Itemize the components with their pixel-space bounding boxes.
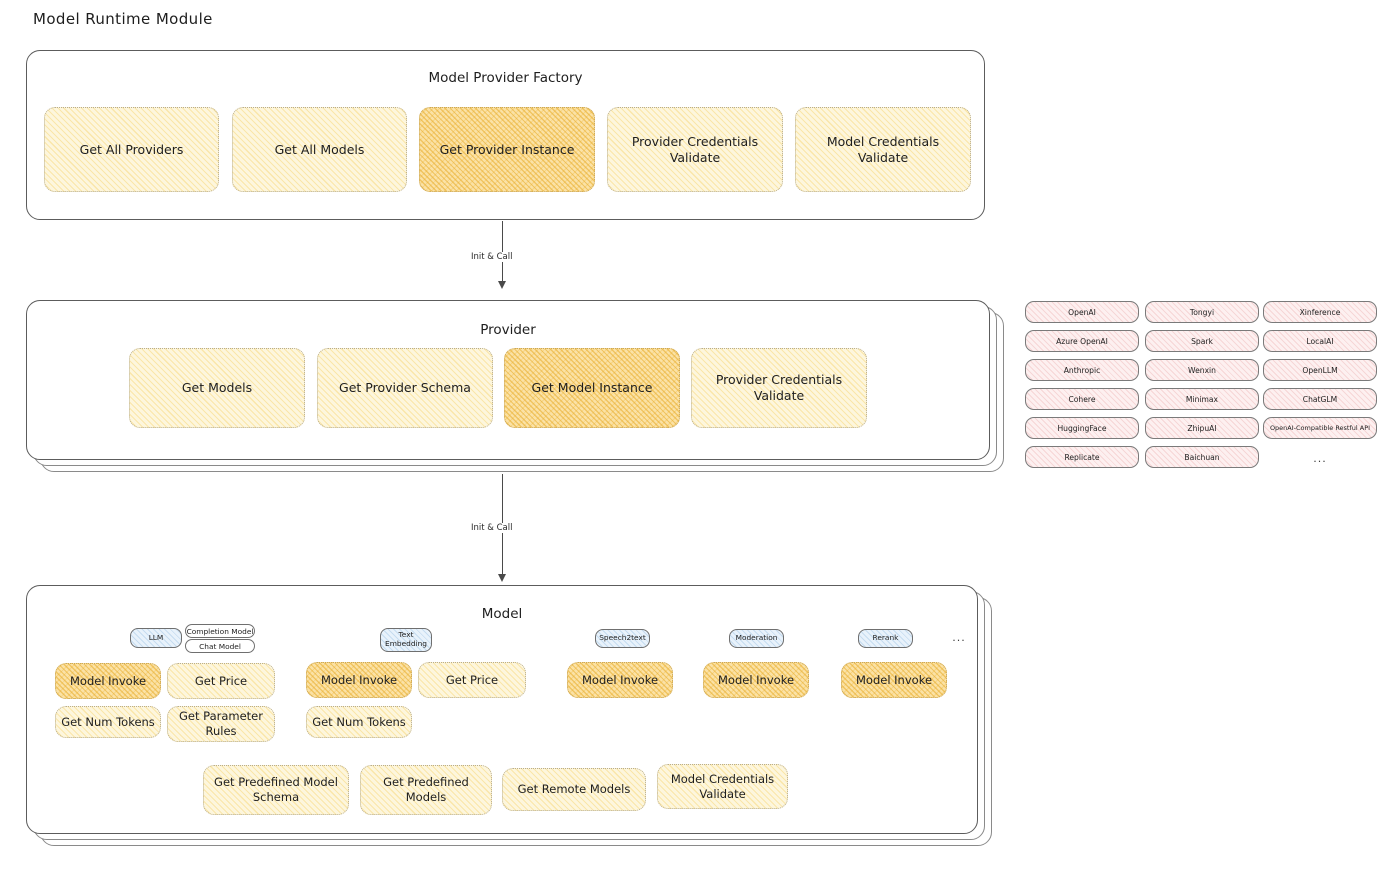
node-llm-get-price[interactable]: Get Price bbox=[167, 663, 275, 699]
model-type-chip-rerank[interactable]: Rerank bbox=[858, 629, 913, 648]
node-rerank-model-invoke[interactable]: Model Invoke bbox=[841, 662, 947, 698]
node-get-models[interactable]: Get Models bbox=[129, 348, 305, 428]
node-text-embedding-model-invoke[interactable]: Model Invoke bbox=[306, 662, 412, 698]
model-subchip-chat-model[interactable]: Chat Model bbox=[185, 639, 255, 653]
node-get-model-instance[interactable]: Get Model Instance bbox=[504, 348, 680, 428]
model-title: Model bbox=[481, 606, 523, 622]
provider-chip-anthropic[interactable]: Anthropic bbox=[1025, 359, 1139, 381]
node-model-credentials-validate-2[interactable]: Model Credentials Validate bbox=[657, 764, 788, 809]
provider-chip-spark[interactable]: Spark bbox=[1145, 330, 1259, 352]
model-subchip-completion-model[interactable]: Completion Model bbox=[185, 624, 255, 638]
node-get-predefined-model-schema[interactable]: Get Predefined Model Schema bbox=[203, 765, 349, 815]
node-get-all-providers[interactable]: Get All Providers bbox=[44, 107, 219, 192]
provider-title: Provider bbox=[480, 322, 536, 338]
provider-chip-azure-openai[interactable]: Azure OpenAI bbox=[1025, 330, 1139, 352]
arrow-factory-to-provider-label: Init & Call bbox=[467, 252, 517, 262]
provider-chip-openai-compatible-restful-api[interactable]: OpenAI-Compatible Restful API bbox=[1263, 417, 1377, 439]
model-type-chip-moderation[interactable]: Moderation bbox=[729, 629, 784, 648]
provider-chip-zhipuai[interactable]: ZhipuAI bbox=[1145, 417, 1259, 439]
node-get-provider-schema[interactable]: Get Provider Schema bbox=[317, 348, 493, 428]
arrow-provider-to-model-label: Init & Call bbox=[467, 523, 517, 533]
node-get-all-models[interactable]: Get All Models bbox=[232, 107, 407, 192]
provider-chip-openllm[interactable]: OpenLLM bbox=[1263, 359, 1377, 381]
node-provider-credentials-validate-2[interactable]: Provider Credentials Validate bbox=[691, 348, 867, 428]
node-speech2text-model-invoke[interactable]: Model Invoke bbox=[567, 662, 673, 698]
provider-chip-localai[interactable]: LocalAI bbox=[1263, 330, 1377, 352]
node-text-embedding-get-price[interactable]: Get Price bbox=[418, 662, 526, 698]
page-title: Model Runtime Module bbox=[33, 10, 213, 28]
arrow-provider-to-model-head bbox=[498, 574, 506, 582]
model-type-chip-text-embedding[interactable]: Text Embedding bbox=[380, 628, 432, 652]
node-provider-credentials-validate[interactable]: Provider Credentials Validate bbox=[607, 107, 783, 192]
provider-chip-cohere[interactable]: Cohere bbox=[1025, 388, 1139, 410]
provider-chip-xinference[interactable]: Xinference bbox=[1263, 301, 1377, 323]
node-llm-model-invoke[interactable]: Model Invoke bbox=[55, 663, 161, 699]
provider-chip-minimax[interactable]: Minimax bbox=[1145, 388, 1259, 410]
node-get-remote-models[interactable]: Get Remote Models bbox=[502, 768, 646, 811]
model-type-chip-llm[interactable]: LLM bbox=[130, 628, 182, 648]
model-type-chip-speech2text[interactable]: Speech2text bbox=[595, 629, 650, 648]
provider-chip-chatglm[interactable]: ChatGLM bbox=[1263, 388, 1377, 410]
provider-chip-huggingface[interactable]: HuggingFace bbox=[1025, 417, 1139, 439]
model-provider-factory-title: Model Provider Factory bbox=[428, 70, 583, 86]
provider-chip-wenxin[interactable]: Wenxin bbox=[1145, 359, 1259, 381]
provider-list-more-ellipsis: ... bbox=[1313, 452, 1327, 465]
provider-chip-replicate[interactable]: Replicate bbox=[1025, 446, 1139, 468]
node-get-predefined-models[interactable]: Get Predefined Models bbox=[360, 765, 492, 815]
arrow-factory-to-provider-head bbox=[498, 281, 506, 289]
provider-chip-tongyi[interactable]: Tongyi bbox=[1145, 301, 1259, 323]
node-text-embedding-get-num-tokens[interactable]: Get Num Tokens bbox=[306, 706, 412, 738]
node-model-credentials-validate[interactable]: Model Credentials Validate bbox=[795, 107, 971, 192]
node-get-provider-instance[interactable]: Get Provider Instance bbox=[419, 107, 595, 192]
node-llm-get-num-tokens[interactable]: Get Num Tokens bbox=[55, 706, 161, 738]
node-moderation-model-invoke[interactable]: Model Invoke bbox=[703, 662, 809, 698]
provider-chip-baichuan[interactable]: Baichuan bbox=[1145, 446, 1259, 468]
model-types-more-ellipsis: ... bbox=[952, 631, 966, 644]
provider-chip-openai[interactable]: OpenAI bbox=[1025, 301, 1139, 323]
node-llm-get-parameter-rules[interactable]: Get Parameter Rules bbox=[167, 706, 275, 742]
